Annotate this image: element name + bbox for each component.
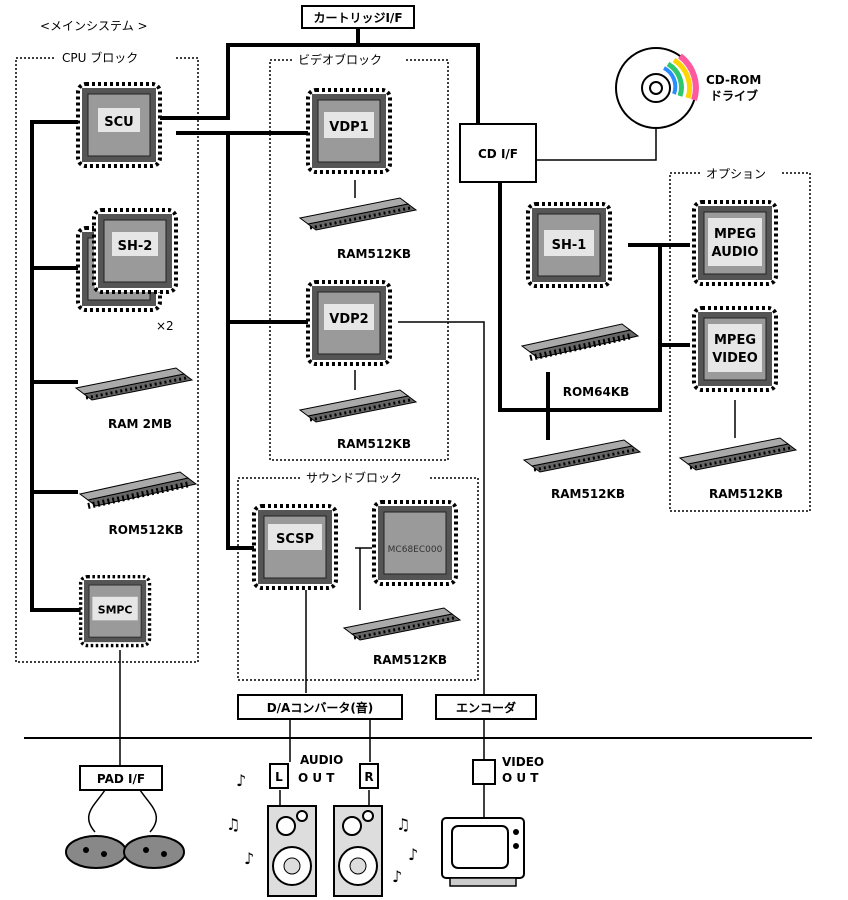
pad-if-label: PAD I/F — [97, 772, 145, 786]
sh1-label: SH-1 — [552, 238, 587, 253]
mpeg-video-chip: MPEG VIDEO — [692, 306, 778, 392]
smpc-chip: SMPC — [78, 574, 152, 648]
encoder-box: エンコーダ — [435, 694, 537, 720]
rom-512kb-label: ROM512KB — [109, 523, 184, 537]
mpeg-audio-chip: MPEG AUDIO — [692, 200, 778, 286]
rom-512kb-chip — [78, 471, 198, 509]
smpc-label: SMPC — [98, 604, 133, 617]
dac-label: D/Aコンバータ(音) — [267, 700, 374, 715]
sound-ram-label: RAM512KB — [373, 653, 447, 667]
audio-out-label-2: O U T — [298, 771, 335, 785]
ram-2mb-label: RAM 2MB — [108, 417, 172, 431]
vdp2-label: VDP2 — [329, 312, 368, 327]
sh2-count: ×2 — [156, 319, 174, 333]
audio-l-jack: L — [269, 763, 289, 789]
svg-text:♫: ♫ — [396, 815, 410, 834]
sound-block-frame — [237, 468, 479, 681]
option-ram-label: RAM512KB — [709, 487, 783, 501]
mc68ec000-label: MC68EC000 — [388, 545, 443, 555]
bus-lines — [30, 43, 690, 612]
cpu-block-frame — [15, 48, 199, 663]
audio-l-label: L — [275, 770, 283, 784]
music-notes-icon: ♪♫♪ ♫♪♪ — [226, 771, 418, 886]
cd-rom-disc-icon — [615, 47, 699, 129]
scu-label: SCU — [104, 115, 133, 130]
encoder-label: エンコーダ — [456, 700, 516, 715]
video-block-frame — [269, 50, 449, 461]
vdp2-chip: VDP2 — [306, 280, 392, 366]
cd-if-label: CD I/F — [478, 147, 518, 161]
scu-chip: SCU — [76, 82, 162, 168]
mc68ec000-chip: MC68EC000 — [372, 500, 458, 586]
mpeg-video-label-1: MPEG — [714, 333, 756, 348]
option-block-title: オプション — [706, 167, 766, 181]
vdp2-ram-label: RAM512KB — [337, 437, 411, 451]
main-system-title: <メインシステム > — [40, 19, 148, 33]
mpeg-video-label-2: VIDEO — [712, 351, 758, 366]
svg-text:♪: ♪ — [408, 845, 418, 864]
audio-r-label: R — [364, 770, 373, 784]
scsp-label: SCSP — [276, 532, 314, 547]
cd-rom-label-2: ドライブ — [710, 88, 758, 103]
sound-block-title: サウンドブロック — [306, 470, 402, 485]
dac-box: D/Aコンバータ(音) — [237, 694, 403, 720]
svg-text:♫: ♫ — [226, 815, 240, 834]
pad-if-box: PAD I/F — [79, 765, 163, 791]
vdp1-ram-label: RAM512KB — [337, 247, 411, 261]
svg-text:♪: ♪ — [244, 849, 254, 868]
vdp2-ram-chip — [298, 388, 418, 424]
sound-ram-chip — [342, 606, 462, 642]
rom-64kb-chip — [520, 323, 640, 361]
mpeg-audio-label-1: MPEG — [714, 227, 756, 242]
gamepad-icon — [65, 789, 185, 869]
sh2-label: SH-2 — [118, 239, 153, 254]
sh2-chip: SH-2 — [76, 208, 178, 312]
right-speaker-icon — [333, 805, 383, 897]
svg-text:♪: ♪ — [236, 771, 246, 790]
sh1-chip: SH-1 — [526, 202, 612, 288]
cd-rom-label-1: CD-ROM — [706, 73, 761, 87]
video-out-label-2: O U T — [502, 771, 539, 785]
cartridge-if-label: カートリッジI/F — [313, 11, 402, 25]
cpu-block-title: CPU ブロック — [62, 50, 138, 65]
rom-64kb-label: ROM64KB — [563, 385, 630, 399]
video-out-label-1: VIDEO — [502, 755, 544, 769]
cd-ram-label: RAM512KB — [551, 487, 625, 501]
audio-r-jack: R — [359, 763, 379, 789]
option-block-frame — [669, 163, 811, 512]
mpeg-audio-label-2: AUDIO — [712, 245, 759, 260]
ram-2mb-chip — [74, 366, 194, 402]
signal-lines — [119, 122, 736, 818]
left-speaker-icon — [267, 805, 317, 897]
vdp1-label: VDP1 — [329, 120, 368, 135]
video-block-title: ビデオブロック — [298, 52, 382, 67]
vdp1-chip: VDP1 — [306, 88, 392, 174]
video-out-jack — [472, 759, 496, 785]
vdp1-ram-chip — [298, 196, 418, 232]
cd-if-box: CD I/F — [459, 123, 537, 183]
scsp-chip: SCSP — [252, 504, 338, 590]
svg-text:♪: ♪ — [392, 867, 402, 886]
tv-icon — [441, 817, 525, 887]
cartridge-if-box: カートリッジI/F — [301, 5, 415, 29]
cd-ram-chip — [522, 438, 642, 474]
option-ram-chip — [678, 436, 798, 472]
audio-out-label-1: AUDIO — [300, 753, 343, 767]
